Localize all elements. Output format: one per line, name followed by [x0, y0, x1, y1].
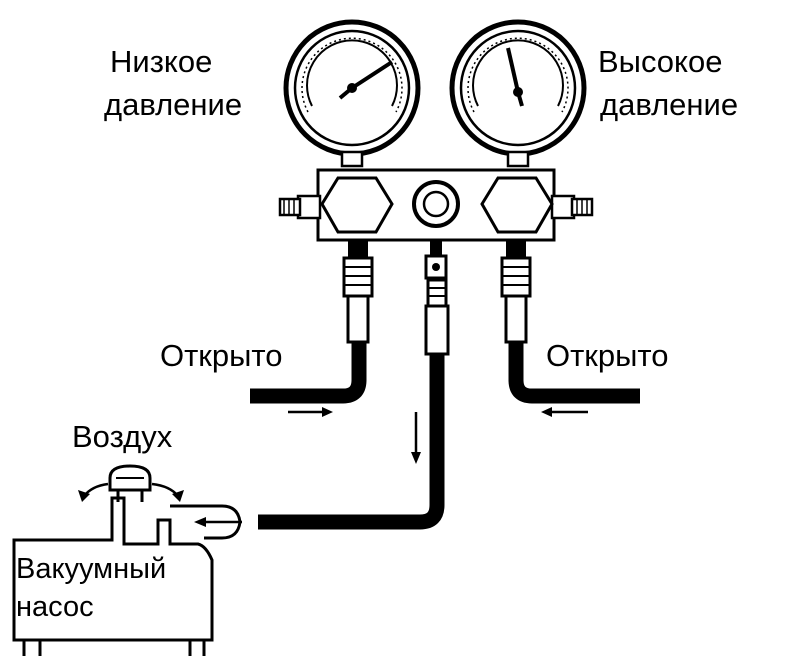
- high-pressure-label-line2: давление: [600, 87, 738, 122]
- high-side-valve-knob: [480, 176, 554, 234]
- high-pressure-gauge: [449, 19, 587, 168]
- high-pressure-label-line1: Высокое: [598, 44, 722, 79]
- flow-arrow-right: [541, 407, 588, 417]
- low-pressure-gauge: [283, 19, 421, 168]
- low-pressure-label-line1: Низкое: [110, 44, 212, 79]
- flow-arrow-left: [288, 407, 333, 417]
- vacuum-pump: [12, 464, 242, 656]
- center-hose-fitting: [424, 240, 450, 356]
- low-side-hose-fitting: [342, 240, 374, 344]
- center-hose: [258, 354, 445, 530]
- flow-arrow-into-pump: [194, 517, 242, 527]
- vacuum-pump-label-line2: насос: [16, 591, 94, 623]
- low-gauge-needle: [350, 60, 394, 90]
- flow-arrow-down: [411, 412, 421, 464]
- manifold-body: [278, 168, 594, 242]
- open-label-left: Открыто: [160, 338, 283, 373]
- high-side-hose: [508, 342, 640, 404]
- high-side-hose-fitting: [500, 240, 532, 344]
- vacuum-pump-label-line1: Вакуумный: [16, 553, 166, 585]
- low-pressure-label-line2: давление: [104, 87, 242, 122]
- high-gauge-needle: [506, 47, 520, 93]
- low-side-hose: [250, 342, 367, 404]
- air-label: Воздух: [72, 419, 173, 454]
- low-side-valve-knob: [320, 176, 394, 234]
- open-label-right: Открыто: [546, 338, 669, 373]
